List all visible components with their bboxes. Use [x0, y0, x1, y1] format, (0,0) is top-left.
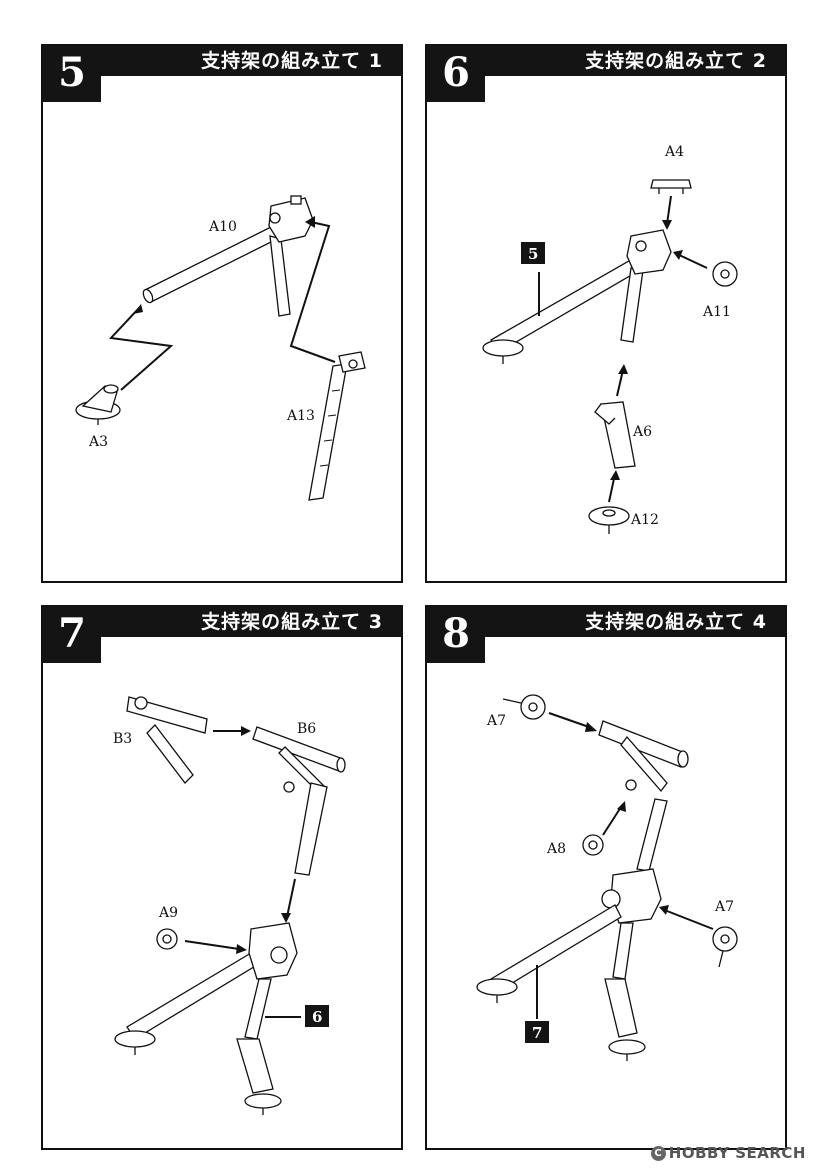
part-a4 — [650, 179, 692, 189]
step-panel-7: 支持架の組み立て 3 7 — [41, 605, 403, 1150]
ref-step-7: 7 — [532, 1024, 542, 1042]
part-a13 — [308, 363, 348, 501]
label-a9: A9 — [158, 905, 178, 921]
panel-title: 支持架の組み立て 2 — [585, 50, 767, 72]
step-number: 6 — [442, 49, 470, 96]
ref-step-6: 6 — [312, 1008, 322, 1026]
step-panel-5: 支持架の組み立て 1 5 — [41, 44, 403, 583]
ref-step-5: 5 — [528, 245, 538, 263]
step-number: 8 — [442, 610, 470, 657]
part-b3 — [126, 696, 208, 734]
step-panel-8: 支持架の組み立て 4 8 — [425, 605, 787, 1150]
watermark-text: HOBBY SEARCH — [668, 1144, 806, 1162]
step-number-box: 6 — [427, 46, 485, 102]
assembly-drawing: 5 A4 A11 A6 A12 — [482, 144, 738, 534]
label-a6: A6 — [632, 424, 652, 440]
part-leg — [490, 904, 622, 992]
label-a13: A13 — [286, 408, 315, 424]
panel-title: 支持架の組み立て 4 — [585, 611, 767, 633]
part-head — [626, 229, 672, 275]
panel-header: 支持架の組み立て 4 — [427, 607, 785, 637]
step-number: 5 — [58, 49, 86, 96]
label-a11: A11 — [702, 304, 731, 320]
label-b6: B6 — [297, 721, 316, 737]
assembly-drawing: 6 B3 B6 A9 — [113, 696, 346, 1115]
part-upright — [244, 978, 272, 1040]
step-panel-6: 支持架の組み立て 2 6 — [425, 44, 787, 583]
label-a7-top: A7 — [486, 713, 506, 729]
label-a12: A12 — [630, 512, 659, 528]
panel-title: 支持架の組み立て 3 — [201, 611, 383, 633]
step-number: 7 — [58, 610, 86, 657]
label-a10: A10 — [208, 219, 237, 235]
step-number-box: 8 — [427, 607, 485, 663]
step-number-box: 7 — [43, 607, 101, 663]
panel-header: 支持架の組み立て 2 — [427, 46, 785, 76]
assembly-drawing: 7 A7 A8 A7 — [476, 694, 738, 1061]
assembly-drawing: A10 A3 A13 — [75, 195, 366, 501]
step-number-box: 5 — [43, 46, 101, 102]
label-b3: B3 — [113, 731, 132, 747]
panel-header: 支持架の組み立て 3 — [43, 607, 401, 637]
copyright-icon: C — [650, 1146, 666, 1161]
part-foot — [482, 339, 524, 357]
label-a4: A4 — [664, 144, 684, 160]
label-a8: A8 — [546, 841, 566, 857]
label-a3: A3 — [88, 434, 108, 450]
label-a7-right: A7 — [714, 899, 734, 915]
part-leg — [126, 952, 258, 1040]
part-a10-upright — [269, 235, 291, 317]
panel-title: 支持架の組み立て 1 — [201, 50, 383, 72]
panel-header: 支持架の組み立て 1 — [43, 46, 401, 76]
part-a10-head — [268, 197, 314, 243]
